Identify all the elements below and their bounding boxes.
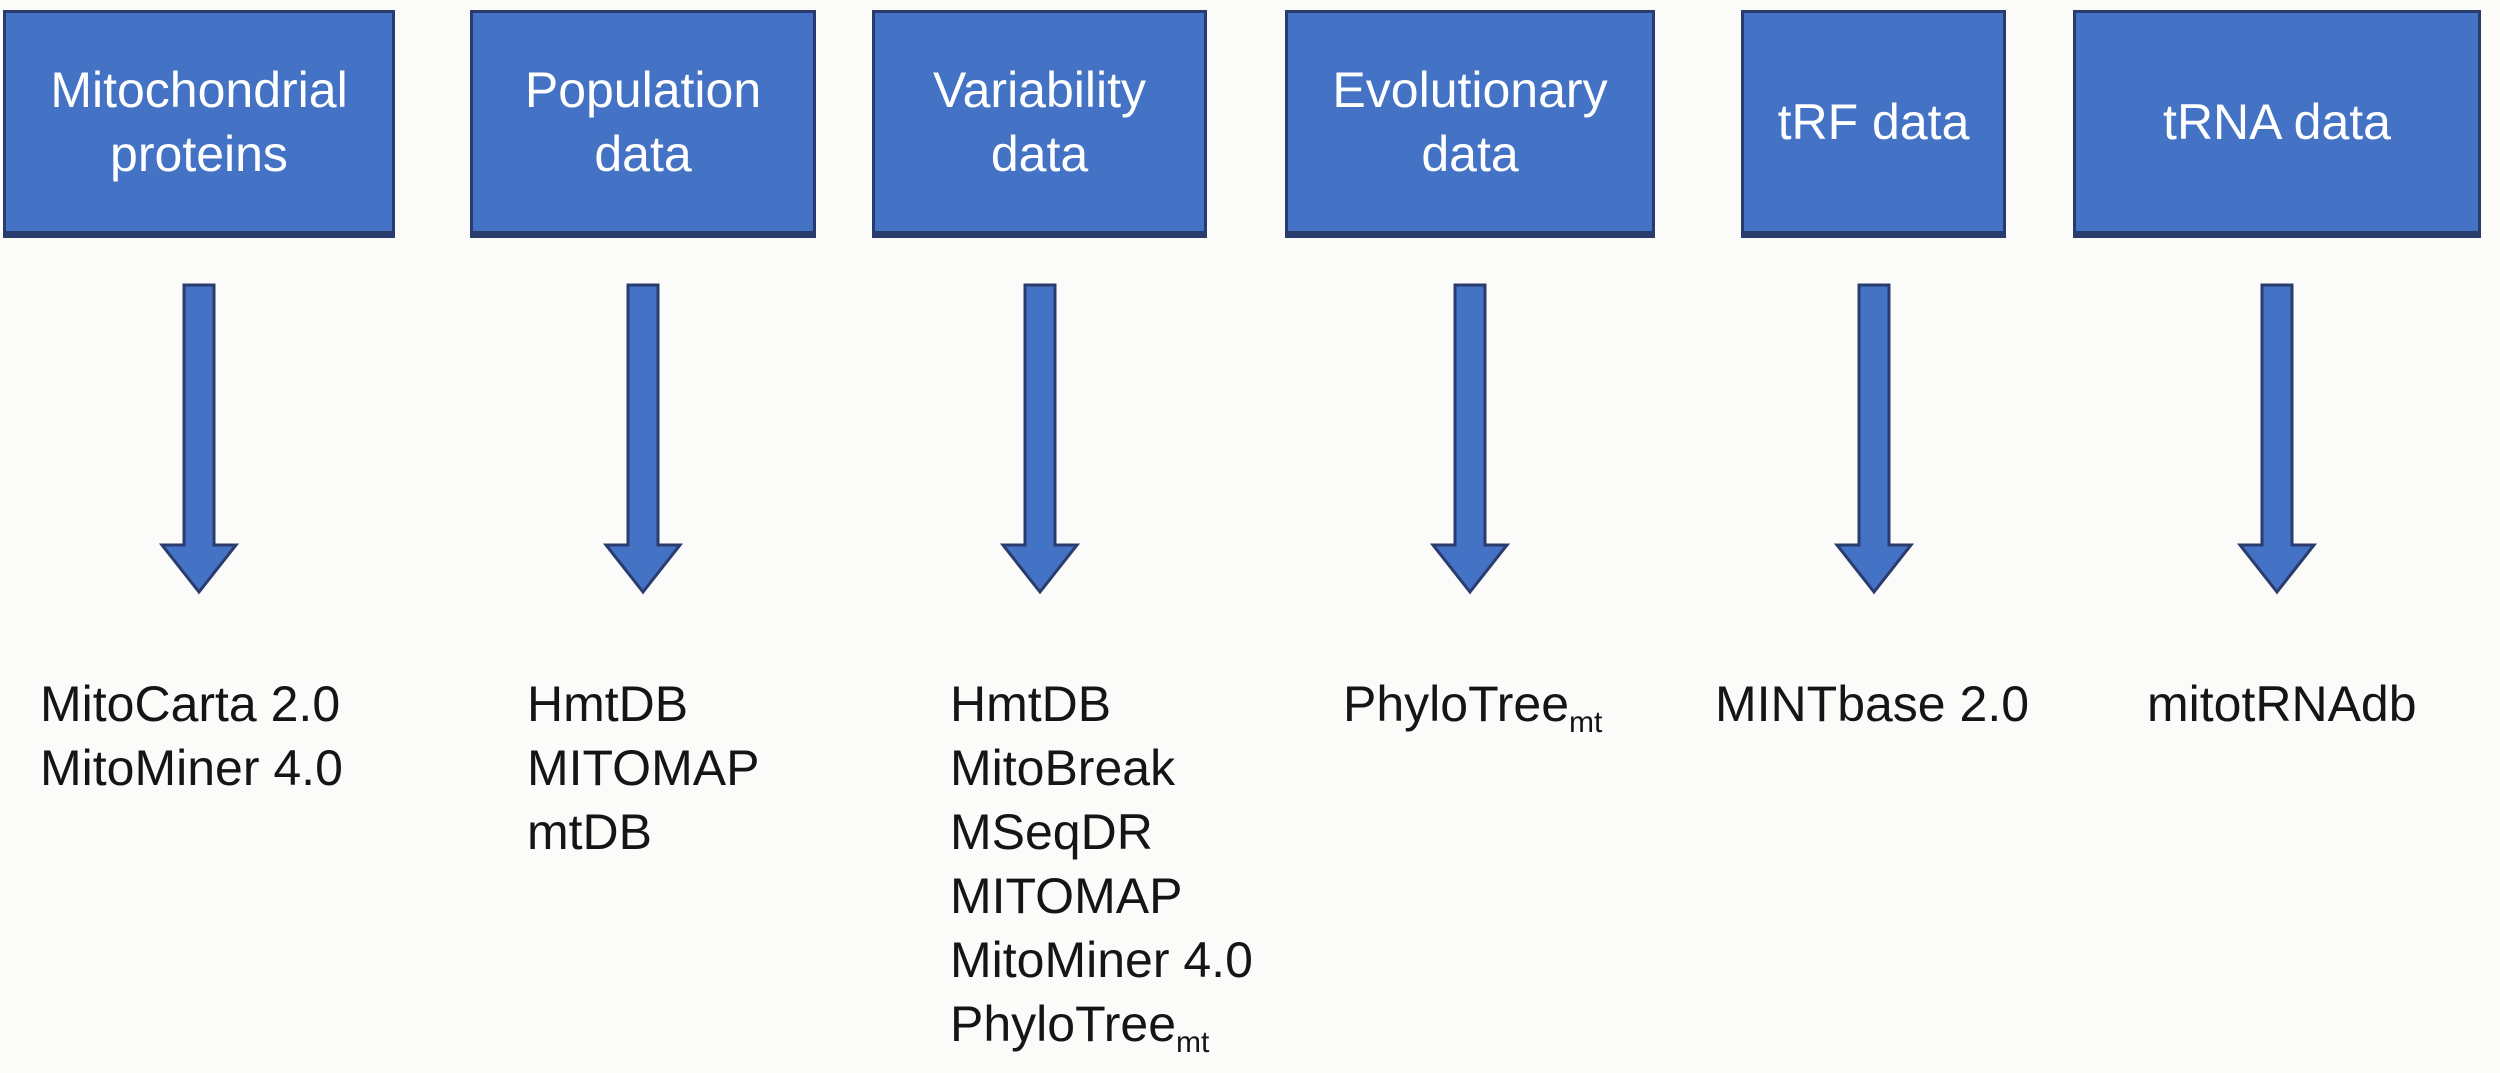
database-list-population-data: HmtDB MITOMAP mtDB (527, 672, 759, 864)
down-arrow-icon (159, 283, 239, 595)
box-label: Variability data (932, 62, 1147, 182)
database-label: MSeqDR (950, 804, 1153, 860)
database-label: MitoBreak (950, 740, 1176, 796)
box-label: Population data (524, 62, 762, 182)
down-arrow-icon (1000, 283, 1080, 595)
database-label: HmtDB (527, 676, 689, 732)
box-mitochondrial-proteins: Mitochondrial proteins (3, 10, 395, 238)
box-label: Mitochondrial proteins (50, 62, 348, 182)
database-label: MitoMiner 4.0 (40, 740, 343, 796)
down-arrow-icon (1430, 283, 1510, 595)
box-trf-data: tRF data (1741, 10, 2006, 238)
database-label: mtDB (527, 804, 652, 860)
database-label: MitoCarta 2.0 (40, 676, 341, 732)
database-list-evolutionary-data: PhyloTreemt (1343, 672, 1603, 739)
down-arrow-icon (2237, 283, 2317, 595)
database-label: MITOMAP (527, 740, 760, 796)
database-label: MINTbase 2.0 (1715, 676, 2030, 732)
box-label: tRNA data (2163, 94, 2391, 150)
box-label: tRF data (1777, 94, 1970, 150)
down-arrow-icon (1834, 283, 1914, 595)
database-label: MITOMAP (950, 868, 1183, 924)
box-population-data: Population data (470, 10, 816, 238)
database-label: mitotRNAdb (2147, 676, 2417, 732)
box-trna-data: tRNA data (2073, 10, 2481, 238)
down-arrow-icon (603, 283, 683, 595)
box-evolutionary-data: Evolutionary data (1285, 10, 1655, 238)
database-list-trna-data: mitotRNAdb (2147, 672, 2417, 736)
database-label: MitoMiner 4.0 (950, 932, 1253, 988)
box-label: Evolutionary data (1332, 62, 1608, 182)
database-label: PhyloTreemt (950, 996, 1210, 1059)
box-variability-data: Variability data (872, 10, 1207, 238)
database-label: PhyloTreemt (1343, 676, 1603, 739)
database-list-trf-data: MINTbase 2.0 (1715, 672, 2029, 736)
database-label: HmtDB (950, 676, 1112, 732)
